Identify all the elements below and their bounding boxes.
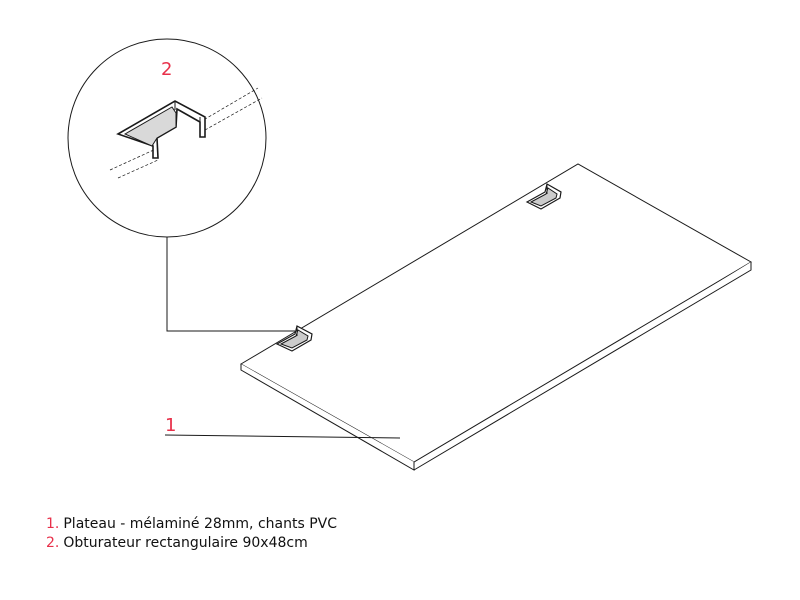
panel-leader-line — [164, 434, 401, 439]
legend-item-number: 1. — [46, 516, 60, 532]
detail-leader-line — [166, 237, 295, 332]
legend-item-label: Obturateur rectangulaire 90x48cm — [63, 535, 308, 551]
callout-2-label: 2 — [161, 59, 172, 80]
callout-1-label: 1 — [165, 415, 176, 436]
panel-drawing — [240, 163, 752, 471]
panel-front-edge — [240, 364, 415, 471]
legend-item: 1.Plateau - mélaminé 28mm, chants PVC — [46, 515, 337, 534]
panel-right-edge — [413, 262, 752, 471]
grommet-left-icon — [275, 325, 313, 352]
grommet-detail-icon — [116, 100, 206, 159]
detail-circle — [67, 38, 267, 238]
legend: 1.Plateau - mélaminé 28mm, chants PVC 2.… — [46, 515, 337, 553]
grommet-right-icon — [525, 183, 562, 210]
legend-item: 2.Obturateur rectangulaire 90x48cm — [46, 534, 337, 553]
legend-item-number: 2. — [46, 535, 60, 551]
legend-item-label: Plateau - mélaminé 28mm, chants PVC — [63, 516, 338, 532]
detail-edge-lines — [109, 87, 263, 179]
